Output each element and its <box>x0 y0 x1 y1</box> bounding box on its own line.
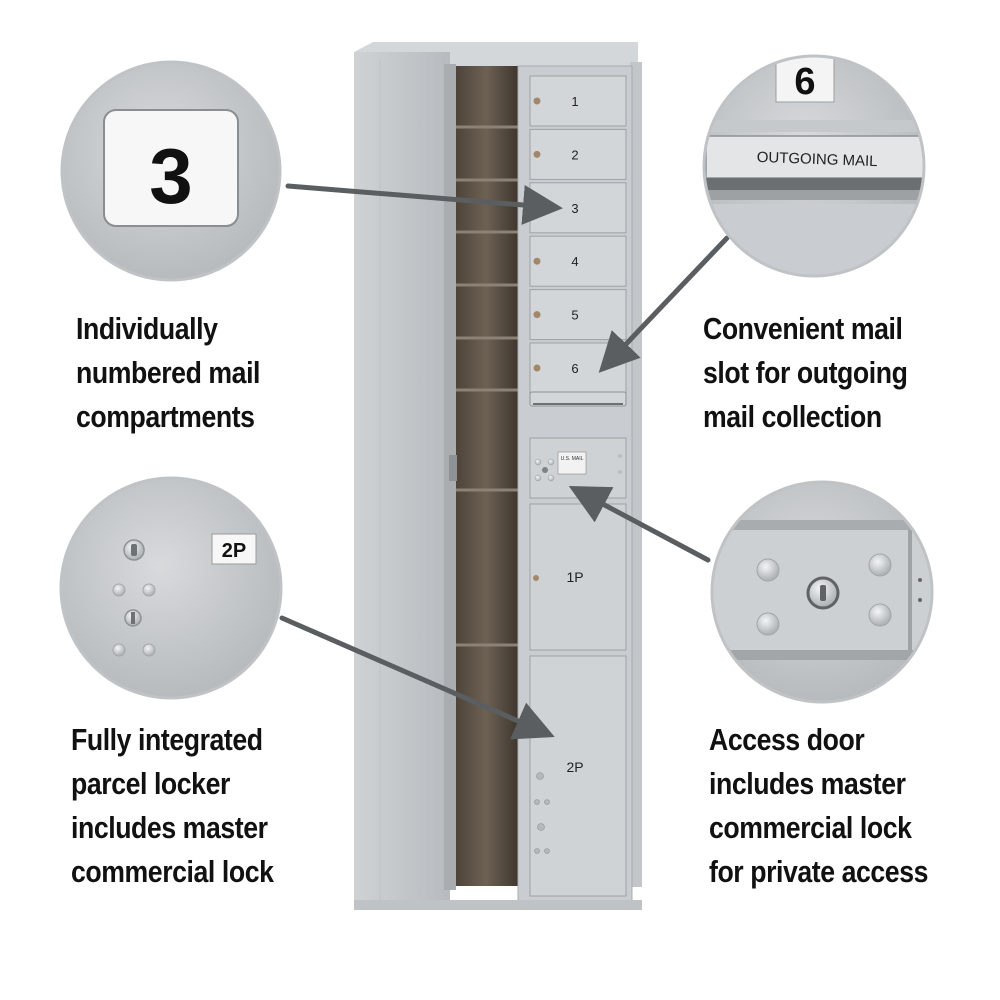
us-mail-plate-text: U.S. MAIL <box>561 456 584 462</box>
caption-line: slot for outgoing <box>703 355 908 390</box>
interior-shelves <box>456 125 518 647</box>
compartment-door-1: 1 <box>529 75 627 127</box>
arrow-to-outgoing-slot <box>598 235 730 373</box>
arrow-to-compartment-3 <box>285 183 563 225</box>
compartment-number-label: 5 <box>571 308 578 323</box>
number-plate-3 <box>103 109 239 227</box>
zoom-circle-parcel: 2P <box>59 476 283 700</box>
number-plate-6 <box>775 56 835 103</box>
cabinet-base <box>354 900 642 910</box>
compartment-lock-icon <box>533 364 541 372</box>
mailbox-unit: 1 2 3 4 5 6 U.S. MAIL 1P 2P <box>354 42 642 910</box>
caption-outgoing-slot: Convenient mail slot for outgoing mail c… <box>703 307 908 439</box>
caption-line: includes master <box>709 766 906 801</box>
caption-line: compartments <box>76 399 255 434</box>
caption-line: Individually <box>76 311 218 346</box>
compartment-lock-icon <box>533 311 541 319</box>
compartment-number-label: 1 <box>571 94 578 109</box>
access-door-bolts <box>534 458 555 482</box>
compartment-number-label: 3 <box>571 201 578 216</box>
compartment-door-5: 5 <box>529 289 627 341</box>
us-mail-plate <box>557 451 587 475</box>
access-door-lock <box>542 467 548 473</box>
caption-line: Convenient mail <box>703 311 903 346</box>
number-plate-3-text: 3 <box>149 132 192 220</box>
compartment-number-label: 2 <box>571 147 578 162</box>
compartment-number-label: 4 <box>571 254 578 269</box>
parcel-locker-1p <box>529 503 627 651</box>
caption-line: includes master <box>71 810 268 845</box>
outgoing-mail-label-text: OUTGOING MAIL <box>756 149 877 170</box>
caption-line: for private access <box>709 854 929 889</box>
caption-line: Access door <box>709 722 865 757</box>
caption-line: numbered mail <box>76 355 261 390</box>
caption-line: Fully integrated <box>71 722 263 757</box>
access-zoom-bolts <box>756 553 892 636</box>
compartment-door-6: 6 <box>529 342 627 394</box>
zoom-circle-access <box>710 480 934 704</box>
outgoing-mail-slot <box>529 391 627 407</box>
number-plate-6-text: 6 <box>794 61 815 103</box>
caption-line: mail collection <box>703 399 882 434</box>
compartment-lock-icon <box>533 150 541 158</box>
outgoing-mail-label-plate <box>705 135 924 179</box>
caption-parcel-locker: Fully integrated parcel locker includes … <box>71 718 274 894</box>
caption-line: commercial lock <box>709 810 912 845</box>
compartment-door-4: 4 <box>529 235 627 287</box>
compartment-door-2: 2 <box>529 128 627 180</box>
zoom-circle-outgoing: 6 OUTGOING MAIL <box>702 54 926 278</box>
compartment-number-label: 6 <box>571 361 578 376</box>
parcel-locker-2p-label: 2P <box>566 759 583 775</box>
parcel-locker-1p-label: 1P <box>566 569 583 585</box>
parcel-plate-2p <box>211 533 257 565</box>
parcel-locker-2p <box>529 655 627 897</box>
compartment-lock-icon <box>533 97 541 105</box>
cabinet-interior <box>452 66 520 886</box>
parcel-plate-2p-text: 2P <box>222 540 246 562</box>
callout-arrows <box>279 183 730 740</box>
caption-numbered-compartments: Individually numbered mail compartments <box>76 307 260 439</box>
cabinet-right-frame <box>630 62 642 887</box>
parcel-zoom-hardware <box>112 539 156 657</box>
cabinet-left-side <box>354 52 450 910</box>
parcel-locker-2p-hardware <box>534 772 550 854</box>
caption-access-door: Access door includes master commercial l… <box>709 718 928 894</box>
arrow-to-access-door <box>568 485 711 563</box>
zoom-circle-numbered: 3 <box>60 60 282 282</box>
door-hinge <box>449 455 457 481</box>
arrow-to-parcel-locker <box>279 615 555 740</box>
caption-line: parcel locker <box>71 766 230 801</box>
compartment-lock-icon <box>533 257 541 265</box>
caption-line: commercial lock <box>71 854 274 889</box>
